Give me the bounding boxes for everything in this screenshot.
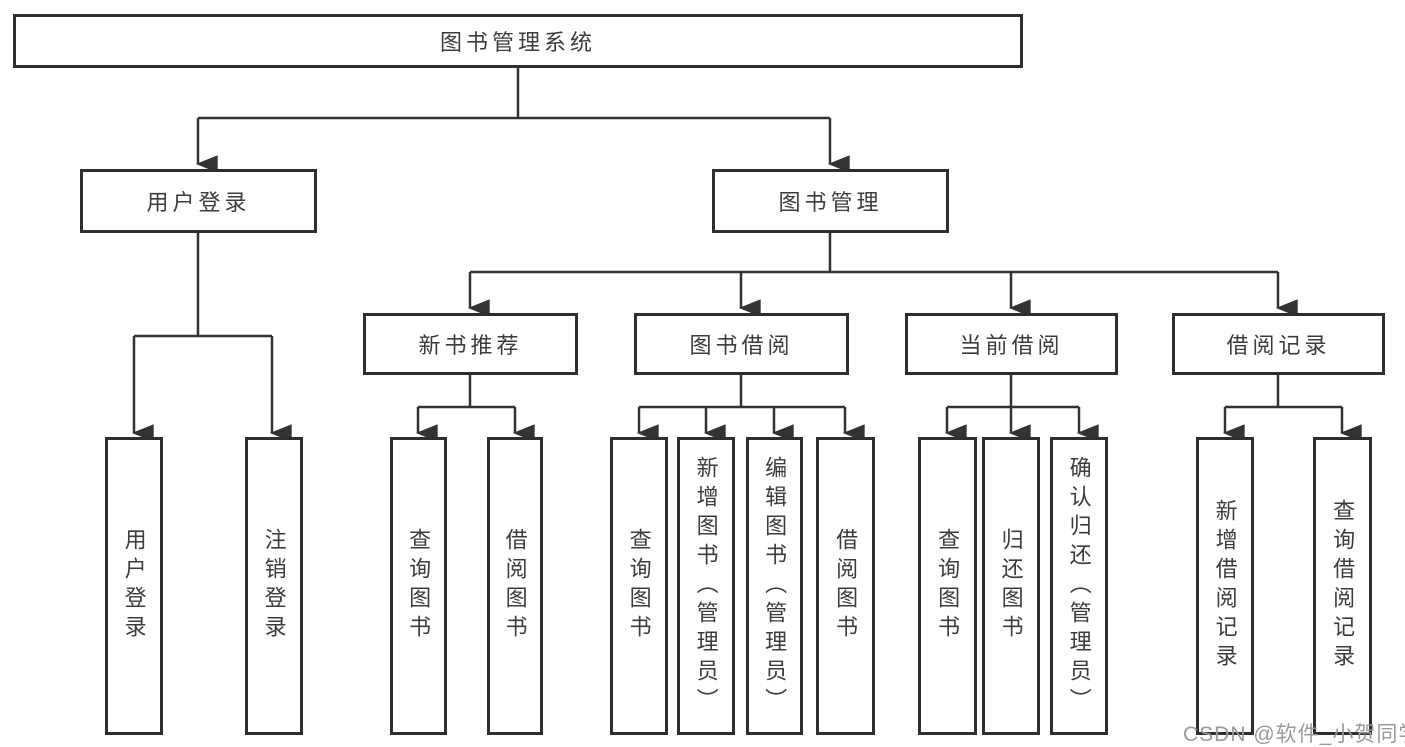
node-label: 当前借阅 bbox=[959, 333, 1064, 358]
connector-borrow-records-children bbox=[1222, 375, 1362, 442]
node-leaf-user-login: 用户登录 bbox=[105, 437, 163, 735]
node-leaf-query-books-borrow: 查询图书 bbox=[610, 437, 668, 735]
node-label: 新书推荐 bbox=[418, 333, 523, 358]
node-leaf-edit-book-admin: 编辑图书（管理员） bbox=[746, 437, 803, 735]
connector-book-management-children bbox=[467, 233, 1298, 317]
node-leaf-query-books-recommend: 查询图书 bbox=[390, 437, 447, 735]
node-current-borrow: 当前借阅 bbox=[905, 313, 1118, 375]
node-label: 用户登录 bbox=[146, 190, 251, 215]
connector-root-to-level2 bbox=[195, 68, 850, 173]
node-label: 确认归还（管理员） bbox=[1066, 455, 1092, 717]
node-leaf-borrow-books-recommend: 借阅图书 bbox=[487, 437, 543, 735]
connector-current-borrow-children bbox=[944, 375, 1099, 442]
node-label: 图书管理系统 bbox=[439, 30, 596, 55]
node-label: 查询图书 bbox=[935, 528, 961, 644]
node-label: 归还图书 bbox=[998, 528, 1024, 644]
node-leaf-add-book-admin: 新增图书（管理员） bbox=[677, 437, 735, 735]
node-label: 查询图书 bbox=[626, 528, 652, 644]
node-book-management: 图书管理 bbox=[712, 169, 949, 233]
node-label: 新增图书（管理员） bbox=[693, 455, 719, 717]
connector-book-borrow-children bbox=[636, 375, 865, 442]
node-label: 查询图书 bbox=[406, 528, 432, 644]
node-new-book-recommend: 新书推荐 bbox=[363, 313, 578, 375]
node-label: 借阅图书 bbox=[502, 528, 528, 644]
connector-new-book-recommend-children bbox=[415, 375, 535, 442]
node-user-login: 用户登录 bbox=[80, 169, 317, 233]
node-leaf-add-borrow-record: 新增借阅记录 bbox=[1196, 437, 1254, 735]
node-label: 借阅记录 bbox=[1226, 333, 1331, 358]
node-label: 编辑图书（管理员） bbox=[762, 455, 788, 717]
node-leaf-borrow-books: 借阅图书 bbox=[816, 437, 875, 735]
node-root-library-system: 图书管理系统 bbox=[13, 14, 1023, 68]
node-leaf-logout: 注销登录 bbox=[245, 437, 303, 735]
node-leaf-confirm-return-admin: 确认归还（管理员） bbox=[1050, 437, 1108, 735]
node-borrow-records: 借阅记录 bbox=[1172, 313, 1385, 375]
node-label: 注销登录 bbox=[261, 528, 287, 644]
node-book-borrow: 图书借阅 bbox=[634, 313, 849, 375]
node-leaf-query-books-current: 查询图书 bbox=[918, 437, 977, 735]
node-label: 查询借阅记录 bbox=[1330, 499, 1356, 673]
node-label: 新增借阅记录 bbox=[1212, 499, 1238, 673]
node-label: 图书借阅 bbox=[689, 333, 794, 358]
node-label: 借阅图书 bbox=[833, 528, 859, 644]
node-leaf-return-book: 归还图书 bbox=[982, 437, 1040, 735]
node-label: 用户登录 bbox=[121, 528, 147, 644]
csdn-watermark: CSDN @软件_小贺同学 bbox=[1183, 723, 1405, 746]
node-label: 图书管理 bbox=[778, 190, 883, 215]
connector-user-login-children bbox=[131, 233, 292, 442]
node-leaf-query-borrow-record: 查询借阅记录 bbox=[1313, 437, 1372, 735]
